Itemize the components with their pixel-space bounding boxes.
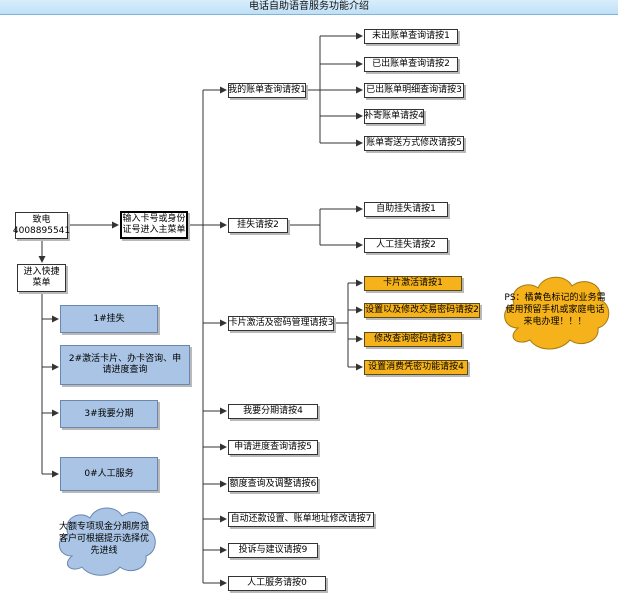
ps-cloud-shape xyxy=(504,276,610,350)
loan-line2: 客户可根据提示选择优 xyxy=(58,534,149,544)
diagram-title: 电话自助语音服务功能介绍 xyxy=(0,0,618,15)
bill-sub-4: 补寄账单请按4 xyxy=(364,109,424,124)
loan-note-cloud: 大额专项现金分期房贷 客户可根据提示选择优 先进线 xyxy=(52,500,156,578)
card-sub-2: 设置以及修改交易密码请按2 xyxy=(364,303,480,318)
bill-sub-5: 账单寄送方式修改请按5 xyxy=(364,136,464,151)
main-menu-node: 输入卡号或身份 证号进入主菜单 xyxy=(120,211,188,239)
start-line1: 致电 xyxy=(32,214,51,225)
start-phone: 4008895541 xyxy=(12,225,71,236)
loan-line1: 大额专项现金分期房贷 xyxy=(58,522,149,532)
quick-option-activate: 2#激活卡片、办卡咨询、申请进度查询 xyxy=(60,345,190,385)
menu-item-autopay: 自动还款设置、账单地址修改请按7 xyxy=(228,512,374,527)
ps-line2: 使用预留手机或家庭电话 xyxy=(505,305,605,315)
lost-sub-1: 自助挂失请按1 xyxy=(364,202,448,217)
quick-option-installment: 3#我要分期 xyxy=(60,400,158,428)
ps-note-text: PS：橘黄色标记的业务需 使用预留手机或家庭电话 来电办理！！！ xyxy=(502,282,608,338)
bill-sub-3: 已出账单明细查询请按3 xyxy=(364,83,464,98)
main-menu-line2: 证号进入主菜单 xyxy=(122,225,186,235)
main-menu-line1: 输入卡号或身份 xyxy=(122,214,186,224)
loan-line3: 先进线 xyxy=(90,546,118,556)
quick-menu-line1: 进入快捷 xyxy=(23,267,60,277)
ps-note-cloud: PS：橘黄色标记的业务需 使用预留手机或家庭电话 来电办理！！！ xyxy=(496,268,614,352)
menu-item-limit: 额度查询及调整请按6 xyxy=(228,477,318,492)
ps-line3: 来电办理！！！ xyxy=(523,317,587,327)
bill-sub-1: 未出账单查询请按1 xyxy=(364,29,458,44)
loan-note-text: 大额专项现金分期房贷 客户可根据提示选择优 先进线 xyxy=(56,513,152,565)
ps-line1: PS：橘黄色标记的业务需 xyxy=(504,293,606,303)
card-sub-4: 设置消费凭密功能请按4 xyxy=(364,360,468,375)
quick-option-lost: 1#挂失 xyxy=(60,305,158,333)
menu-item-bill: 我的账单查询请按1 xyxy=(228,83,306,98)
bill-sub-2: 已出账单查询请按2 xyxy=(364,57,458,72)
menu-item-manual: 人工服务请按0 xyxy=(228,576,326,591)
quick-menu-line2: 菜单 xyxy=(32,278,51,288)
start-node: 致电 4008895541 xyxy=(12,212,71,239)
loan-cloud-shape xyxy=(59,507,156,576)
card-sub-1: 卡片激活请按1 xyxy=(364,276,462,291)
menu-item-lost: 挂失请按2 xyxy=(228,218,288,233)
menu-item-card: 卡片激活及密码管理请按3 xyxy=(228,316,334,331)
quick-option-manual: 0#人工服务 xyxy=(60,457,158,491)
menu-item-complaint: 投诉与建议请按9 xyxy=(228,543,318,558)
menu-item-installment: 我要分期请按4 xyxy=(228,404,318,419)
lost-sub-2: 人工挂失请按2 xyxy=(364,238,448,253)
menu-item-progress: 申请进度查询请按5 xyxy=(228,440,318,455)
quick-menu-node: 进入快捷 菜单 xyxy=(17,264,66,292)
card-sub-3: 修改查询密码请按3 xyxy=(364,332,462,347)
